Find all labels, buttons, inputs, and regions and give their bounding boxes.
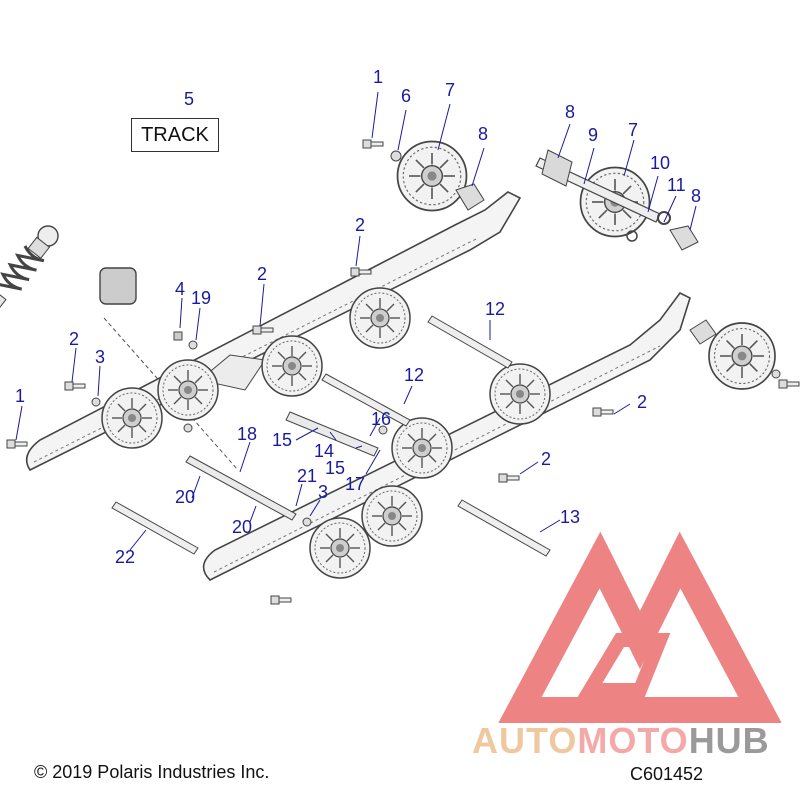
callout-7: 7 — [445, 80, 456, 100]
washers — [91, 150, 781, 527]
callout-19: 19 — [191, 288, 212, 308]
watermark-text: AUTOMOTOHUB — [472, 720, 770, 762]
callout-7: 7 — [628, 120, 639, 140]
bolts — [6, 139, 800, 605]
callout-20: 20 — [175, 487, 196, 507]
copyright-text: © 2019 Polaris Industries Inc. — [34, 762, 270, 782]
callout-15: 15 — [272, 430, 293, 450]
callout-10: 10 — [650, 153, 671, 173]
callout-16: 16 — [371, 409, 392, 429]
cross-shafts — [111, 315, 551, 557]
callout-1: 1 — [15, 386, 26, 406]
callout-2: 2 — [257, 264, 268, 284]
leader-lines — [15, 91, 697, 551]
callout-9: 9 — [588, 125, 599, 145]
callout-2: 2 — [69, 329, 80, 349]
callout-8: 8 — [478, 124, 489, 144]
callout-5: 5 — [184, 89, 195, 109]
callout-1: 1 — [373, 67, 384, 87]
rear-axle — [535, 149, 699, 251]
watermark-auto: AUTO — [472, 720, 578, 761]
callout-12: 12 — [404, 365, 425, 385]
callout-20: 20 — [232, 517, 253, 537]
callout-15: 15 — [325, 458, 346, 478]
callout-4: 4 — [175, 279, 186, 299]
callout-8: 8 — [565, 102, 576, 122]
callout-14: 14 — [314, 441, 335, 461]
watermark-logo — [498, 531, 782, 723]
track-label: TRACK — [131, 118, 219, 152]
callout-11: 11 — [667, 175, 686, 195]
idler-wheels — [396, 140, 776, 390]
callout-21: 21 — [297, 466, 318, 486]
callout-12: 12 — [485, 299, 506, 319]
callout-13: 13 — [560, 507, 581, 527]
bearing-caps — [455, 183, 717, 345]
callout-22: 22 — [115, 547, 136, 567]
callout-3: 3 — [95, 347, 106, 367]
figure-code: C601452 — [630, 764, 704, 784]
callout-6: 6 — [401, 86, 412, 106]
watermark-hub: HUB — [688, 720, 770, 761]
callout-2: 2 — [541, 449, 552, 469]
callout-17: 17 — [345, 474, 366, 494]
callout-2: 2 — [637, 392, 648, 412]
callout-18: 18 — [237, 424, 258, 444]
watermark-moto: MOTO — [577, 720, 689, 761]
callout-2: 2 — [355, 215, 366, 235]
callout-8: 8 — [691, 186, 702, 206]
callout-3: 3 — [318, 482, 329, 502]
